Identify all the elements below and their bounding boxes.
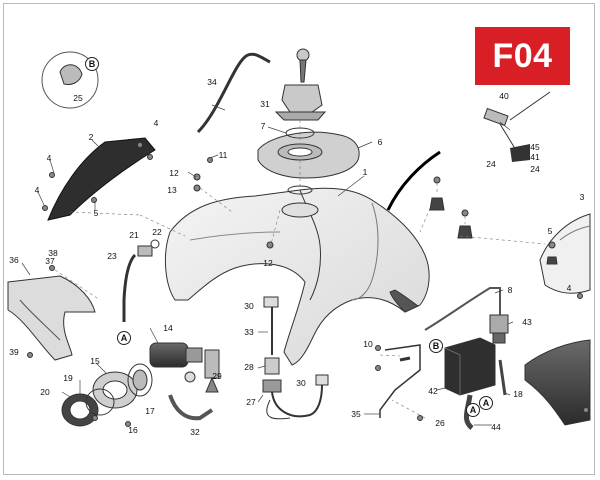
callout-39: 39 — [9, 346, 19, 357]
callout-4-b: 4 — [46, 152, 52, 163]
left-bracket-36 — [7, 275, 96, 361]
callout-36: 36 — [9, 254, 19, 265]
callout-6: 6 — [377, 136, 383, 147]
small-hardware — [27, 142, 589, 427]
callout-14: 14 — [163, 322, 173, 333]
callout-30-a: 30 — [244, 300, 254, 311]
callout-44: 44 — [491, 421, 501, 432]
callout-45: 45 — [530, 141, 540, 152]
connector-21-22 — [137, 239, 160, 257]
pipe-9 — [266, 399, 291, 420]
callout-7: 7 — [260, 120, 266, 131]
callout-5: 5 — [93, 207, 99, 218]
callout-13: 13 — [167, 184, 177, 195]
ref-a-bottom-right: A — [479, 396, 493, 410]
fuel-pump-14 — [149, 342, 220, 393]
ecu-box-42 — [444, 337, 496, 396]
gasket-19-20 — [61, 388, 115, 427]
callout-5-right: 5 — [547, 225, 553, 236]
callout-25: 25 — [73, 92, 83, 103]
callout-41: 41 — [530, 151, 540, 162]
fuel-line-assembly — [262, 296, 329, 418]
clamp-29 — [184, 371, 196, 383]
ref-b-bracket: B — [429, 339, 443, 353]
callout-21: 21 — [129, 229, 139, 240]
callout-26: 26 — [435, 417, 445, 428]
callout-34: 34 — [207, 76, 217, 87]
callout-40: 40 — [499, 90, 509, 101]
callout-22: 22 — [152, 226, 162, 237]
tank-top-cover — [257, 131, 360, 179]
diagram-frame — [3, 3, 595, 475]
callout-42: 42 — [428, 385, 438, 396]
callout-19: 19 — [63, 372, 73, 383]
filler-cap — [274, 48, 327, 121]
right-lower-fairing — [524, 339, 591, 426]
clip-25 — [59, 64, 83, 85]
callout-38: 38 — [48, 247, 58, 258]
callout-8: 8 — [507, 284, 513, 295]
callout-27: 27 — [246, 396, 256, 407]
callout-3: 3 — [579, 191, 585, 202]
callout-37: 37 — [45, 255, 55, 266]
leader-connector-arc — [386, 150, 441, 211]
callout-29: 29 — [212, 370, 222, 381]
callout-12-b: 12 — [263, 257, 273, 268]
callout-17: 17 — [145, 405, 155, 416]
hose-23 — [122, 253, 137, 322]
callout-4-right: 4 — [566, 282, 572, 293]
grommets — [429, 176, 558, 265]
callout-20: 20 — [40, 386, 50, 397]
callout-2: 2 — [88, 131, 94, 142]
callout-4-c: 4 — [34, 184, 40, 195]
callout-4-a: 4 — [153, 117, 159, 128]
right-side-panel-3 — [539, 213, 591, 294]
callout-33: 33 — [244, 326, 254, 337]
callout-35: 35 — [351, 408, 361, 419]
bracket-35 — [379, 344, 421, 418]
callout-43: 43 — [522, 316, 532, 327]
callout-28: 28 — [244, 361, 254, 372]
callout-12-a: 12 — [169, 167, 179, 178]
ref-a-left: A — [117, 331, 131, 345]
callout-16: 16 — [128, 424, 138, 435]
hose-8 — [424, 287, 501, 331]
callout-15: 15 — [90, 355, 100, 366]
callout-24-b: 24 — [530, 163, 540, 174]
hose-34 — [196, 52, 271, 134]
callout-18: 18 — [513, 388, 523, 399]
callout-11: 11 — [218, 149, 228, 160]
fuel-sender-inset — [483, 91, 551, 162]
callout-23: 23 — [107, 250, 117, 261]
diagram-code-badge: F04 — [475, 27, 570, 85]
leader-lines — [21, 104, 514, 426]
callout-32: 32 — [190, 426, 200, 437]
callout-10: 10 — [363, 338, 373, 349]
hose-32 — [168, 394, 214, 421]
callout-31: 31 — [260, 98, 270, 109]
callout-30-b: 30 — [296, 377, 306, 388]
dashed-leaders — [54, 120, 546, 419]
callout-1: 1 — [362, 166, 368, 177]
left-side-panel-2 — [47, 137, 156, 221]
ref-a-right: A — [466, 403, 480, 417]
inset-b-circle — [41, 51, 99, 109]
hose-18 — [498, 359, 507, 396]
ref-b-top: B — [85, 57, 99, 71]
callout-24-a: 24 — [486, 158, 496, 169]
pump-flange-15 — [92, 363, 153, 409]
main-fuel-tank — [165, 187, 430, 366]
pressure-regulator-43 — [489, 314, 509, 344]
